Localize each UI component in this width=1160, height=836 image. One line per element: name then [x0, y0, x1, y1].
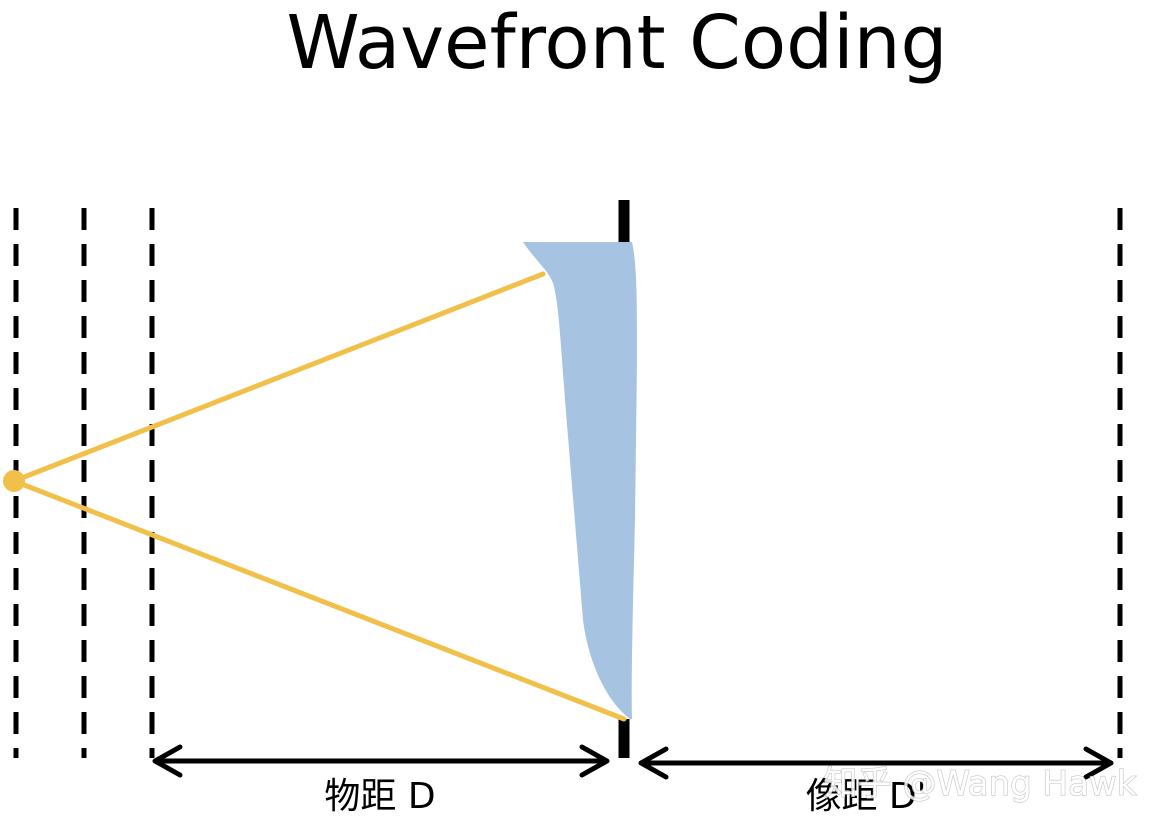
- object-distance-label: 物距 D: [324, 776, 435, 817]
- object-distance-arrow: [152, 744, 610, 778]
- ray-upper: [11, 271, 546, 484]
- diagram-title: Wavefront Coding: [286, 0, 947, 86]
- image-distance-label: 像距 D': [805, 776, 926, 817]
- phase-plate-shape: [523, 242, 637, 719]
- image-distance-arrow: [638, 746, 1114, 780]
- watermark: 知乎 @Wang Hawk: [824, 764, 1137, 804]
- point-source: [3, 470, 25, 492]
- ray-lower: [11, 478, 627, 722]
